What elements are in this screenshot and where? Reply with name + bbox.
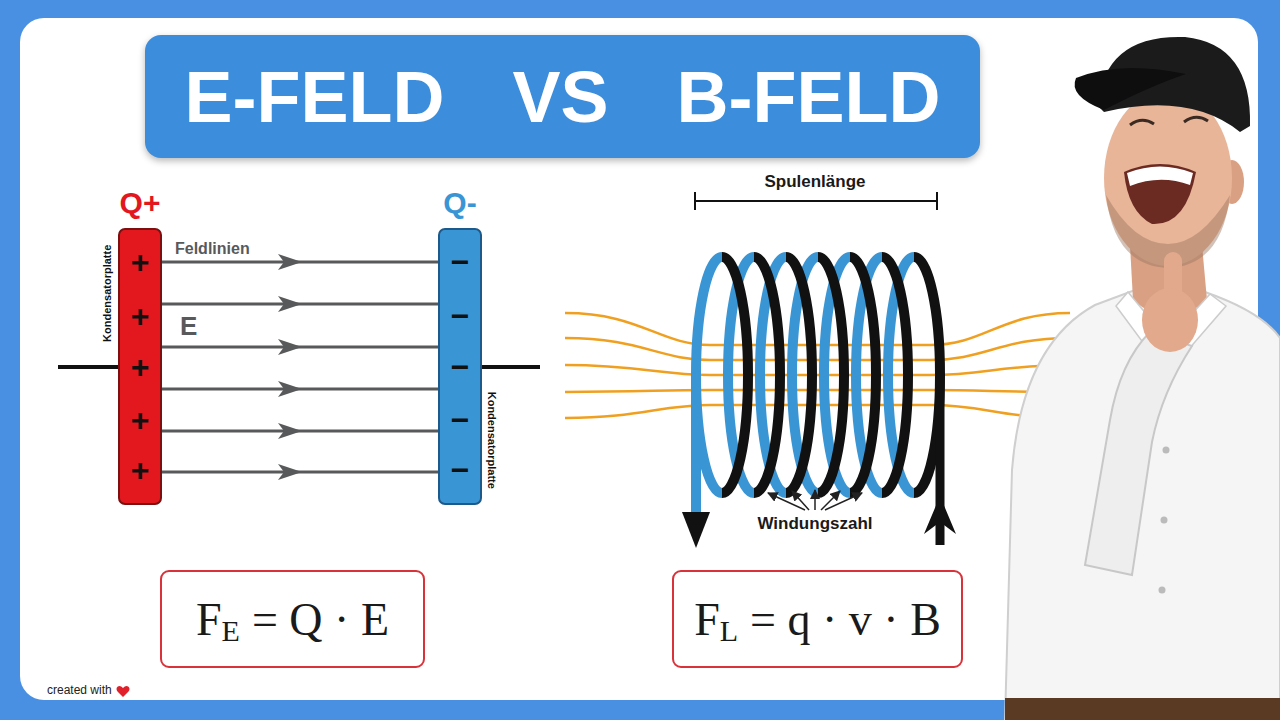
bracket-line <box>695 200 937 202</box>
pointer-arrow <box>814 490 816 510</box>
field-line <box>162 303 438 306</box>
turns-label: Windungszahl <box>757 514 872 534</box>
charge-label: Q+ <box>120 186 161 220</box>
arm <box>1085 332 1192 575</box>
current-arrow <box>924 496 956 534</box>
formula-text: = Q · E <box>252 593 389 646</box>
shirt <box>1005 290 1280 720</box>
wire <box>481 365 540 369</box>
bracket-tick <box>936 192 938 210</box>
magnetic-field-lines <box>565 313 1070 418</box>
belt <box>1005 698 1280 720</box>
field-line <box>162 430 438 433</box>
coil-turn-front <box>722 257 748 493</box>
charge-sign: − <box>440 404 480 436</box>
plate-label: Kondensatorplatte <box>486 391 499 488</box>
charge-sign: + <box>120 404 160 436</box>
formula-subscript: E <box>222 614 240 648</box>
formula-text: F <box>694 593 720 646</box>
heart-shape <box>116 686 129 697</box>
capacitor-plate: Q-−−−−− <box>438 228 482 505</box>
charge-sign: + <box>120 300 160 332</box>
charge-sign: − <box>440 351 480 383</box>
field-line-label: Feldlinien <box>175 240 250 258</box>
pointer-arrow <box>768 493 805 510</box>
wire <box>58 365 119 369</box>
charge-sign: + <box>120 246 160 278</box>
coil-turn-front <box>850 257 876 493</box>
eye <box>1184 117 1208 122</box>
pointer-arrow <box>792 491 809 510</box>
charge-sign: − <box>440 246 480 278</box>
coil-turn-front <box>754 257 780 493</box>
length-bracket <box>695 192 937 210</box>
teeth <box>1127 167 1193 187</box>
field-line <box>162 346 438 349</box>
coil-turn-front <box>882 257 908 493</box>
eye <box>1130 120 1154 125</box>
capacitor-plate: Q++++++ <box>118 228 162 505</box>
current-arrow <box>682 512 710 548</box>
charge-sign: − <box>440 300 480 332</box>
button <box>1159 587 1166 594</box>
formula-subscript: L <box>720 614 738 648</box>
formula-box: FL = q · v · B <box>672 570 963 668</box>
coil-front <box>722 257 940 493</box>
pointer-arrow <box>825 493 862 510</box>
title-banner: E-FELD VS B-FELD <box>145 35 980 158</box>
coil-back <box>696 257 914 493</box>
coil-turn-front <box>786 257 812 493</box>
formula-line: FL = q · v · B <box>674 572 961 666</box>
magnetic-field-line <box>565 338 1070 360</box>
field-line <box>162 388 438 391</box>
button <box>1163 447 1170 454</box>
button <box>1161 517 1168 524</box>
magnetic-field-line <box>565 313 1070 345</box>
coil-turn-front <box>818 257 844 493</box>
turn-pointers <box>768 490 862 510</box>
charge-sign: + <box>120 454 160 486</box>
field-symbol: E <box>180 312 197 342</box>
bracket-tick <box>694 192 696 210</box>
cap-brim <box>1075 68 1186 110</box>
presenter-figure <box>1005 37 1280 720</box>
charge-sign: + <box>120 351 160 383</box>
charge-label: Q- <box>443 186 476 220</box>
coil-lead <box>691 375 701 522</box>
field-line <box>162 471 438 474</box>
heart-icon <box>116 685 130 698</box>
formula-text: = q · v · B <box>750 593 941 646</box>
magnetic-field-line <box>565 390 1070 392</box>
magnetic-field-line <box>565 365 1070 375</box>
field-line <box>162 261 438 264</box>
plate-label: Kondensatorplatte <box>102 244 115 341</box>
credit-text: created with <box>47 684 112 698</box>
formula-box: FE = Q · E <box>160 570 425 668</box>
mouth <box>1124 164 1196 224</box>
coil-length-label: Spulenlänge <box>764 172 865 192</box>
title-text: E-FELD VS B-FELD <box>185 61 941 133</box>
hand <box>1142 288 1198 352</box>
formula-text: F <box>196 593 222 646</box>
charge-sign: − <box>440 454 480 486</box>
formula-line: FE = Q · E <box>162 572 423 666</box>
magnetic-field-line <box>565 405 1070 418</box>
